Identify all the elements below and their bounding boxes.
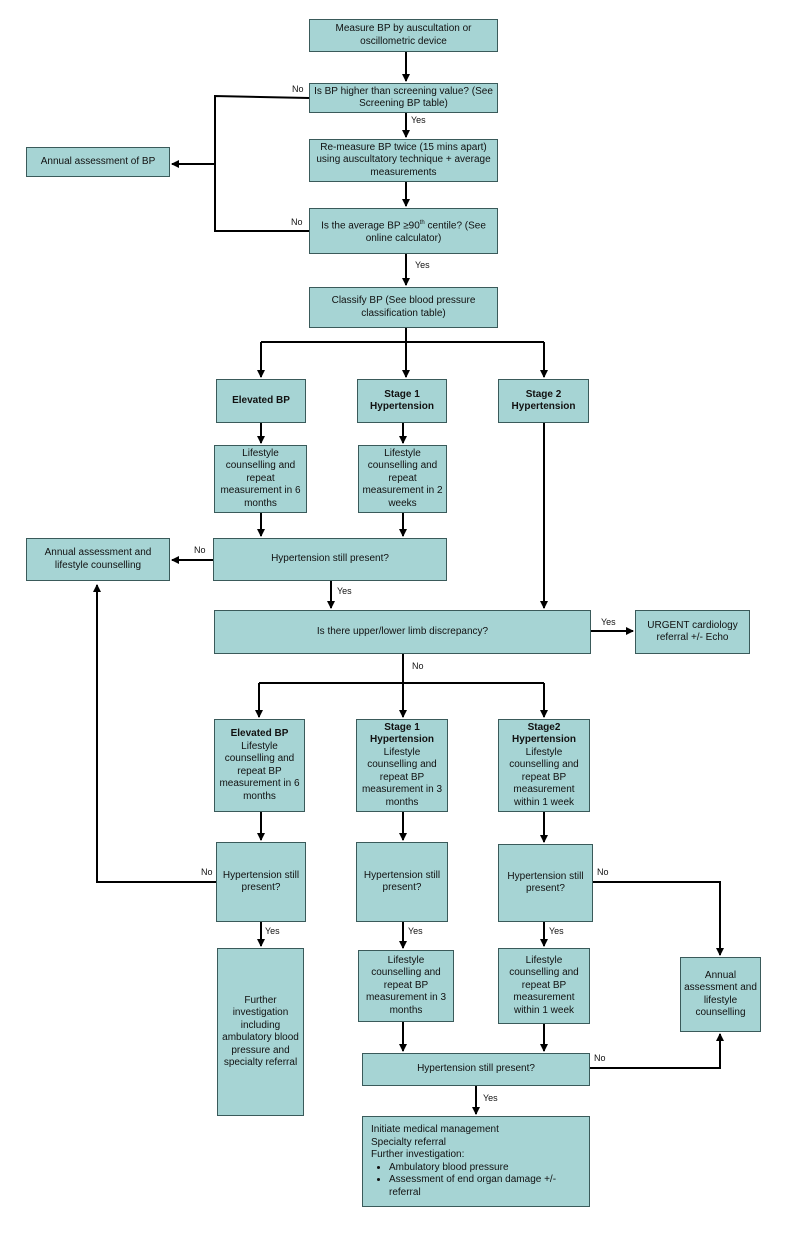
lifestyle-1-week-box: Lifestyle counselling and repeat BP meas… (498, 948, 590, 1024)
elevated-bp-title-2: Elevated BP (230, 728, 289, 739)
lifestyle-3-months-box: Lifestyle counselling and repeat BP meas… (358, 950, 454, 1022)
line-htnqc-no (593, 881, 724, 956)
screening-question-box: Is BP higher than screening value? (See … (309, 83, 498, 113)
final-bullet-list: Ambulatory blood pressure Assessment of … (371, 1162, 581, 1200)
elevated-bp-box-2: Elevated BP Lifestyle counselling and re… (214, 719, 305, 812)
label-no-avg: No (291, 217, 303, 227)
final-bullet-1: Ambulatory blood pressure (389, 1162, 581, 1175)
line-htnqa-no (93, 584, 216, 883)
label-yes-avg: Yes (415, 260, 430, 270)
label-no-screen: No (292, 84, 304, 94)
label-no-htnqc: No (597, 867, 609, 877)
label-yes-htnq1: Yes (337, 586, 352, 596)
label-yes-htnqa: Yes (265, 926, 280, 936)
label-no-limb: No (412, 661, 424, 671)
hypertension-present-question-final: Hypertension still present? (362, 1053, 590, 1086)
stage2-body-2: Lifestyle counselling and repeat BP meas… (509, 746, 579, 808)
final-bullet-2: Assessment of end organ damage +/- refer… (389, 1174, 581, 1199)
annual-assessment-lifestyle-box-2: Annual assessment and lifestyle counsell… (680, 957, 761, 1032)
limb-discrepancy-question-box: Is there upper/lower limb discrepancy? (214, 610, 591, 654)
label-yes-final: Yes (483, 1093, 498, 1103)
measure-bp-box: Measure BP by auscultation or oscillomet… (309, 19, 498, 52)
annual-assessment-lifestyle-box-1: Annual assessment and lifestyle counsell… (26, 538, 170, 581)
stage1-title-2: Stage 1 Hypertension (370, 721, 434, 746)
remeasure-box: Re-measure BP twice (15 mins apart) usin… (309, 139, 498, 182)
further-investigation-box: Further investigation including ambulato… (217, 948, 304, 1116)
stage1-body-2: Lifestyle counselling and repeat BP meas… (361, 746, 443, 808)
label-yes-htnqb: Yes (408, 926, 423, 936)
label-no-htnqa: No (201, 867, 213, 877)
hypertension-present-question-b: Hypertension still present? (356, 842, 448, 922)
hypertension-present-question-1: Hypertension still present? (213, 538, 447, 581)
annual-assessment-bp-box: Annual assessment of BP (26, 147, 170, 177)
urgent-cardiology-referral-box: URGENT cardiology referral +/- Echo (635, 610, 750, 654)
final-line-1: Initiate medical management (371, 1124, 499, 1135)
average-bp-question-box: Is the average BP ≥90th centile? (See on… (309, 208, 498, 254)
line-screen-no (214, 94, 310, 232)
lifestyle-2-weeks-box: Lifestyle counselling and repeat measure… (358, 445, 447, 513)
elevated-bp-box-1: Elevated BP (216, 379, 306, 423)
label-yes-screen: Yes (411, 115, 426, 125)
hypertension-present-question-a: Hypertension still present? (216, 842, 306, 922)
label-yes-htnqc: Yes (549, 926, 564, 936)
stage2-hypertension-box-1: Stage 2 Hypertension (498, 379, 589, 423)
classify-bp-box: Classify BP (See blood pressure classifi… (309, 287, 498, 328)
initiate-management-box: Initiate medical management Specialty re… (362, 1116, 590, 1207)
average-bp-question-text: Is the average BP ≥90th centile? (See on… (321, 219, 486, 244)
label-yes-limb: Yes (601, 617, 616, 627)
final-line-3: Further investigation: (371, 1149, 465, 1160)
line-final-q-no (590, 1033, 724, 1069)
label-no-final: No (594, 1053, 606, 1063)
stage1-hypertension-box-1: Stage 1 Hypertension (357, 379, 447, 423)
stage1-hypertension-box-2: Stage 1 Hypertension Lifestyle counselli… (356, 719, 448, 812)
lifestyle-6-months-box: Lifestyle counselling and repeat measure… (214, 445, 307, 513)
elevated-bp-body-2: Lifestyle counselling and repeat BP meas… (219, 740, 300, 802)
label-no-htnq1: No (194, 545, 206, 555)
stage2-title-2: Stage2 Hypertension (512, 721, 576, 746)
stage2-hypertension-box-2: Stage2 Hypertension Lifestyle counsellin… (498, 719, 590, 812)
hypertension-present-question-c: Hypertension still present? (498, 844, 593, 922)
final-line-2: Specialty referral (371, 1136, 447, 1148)
